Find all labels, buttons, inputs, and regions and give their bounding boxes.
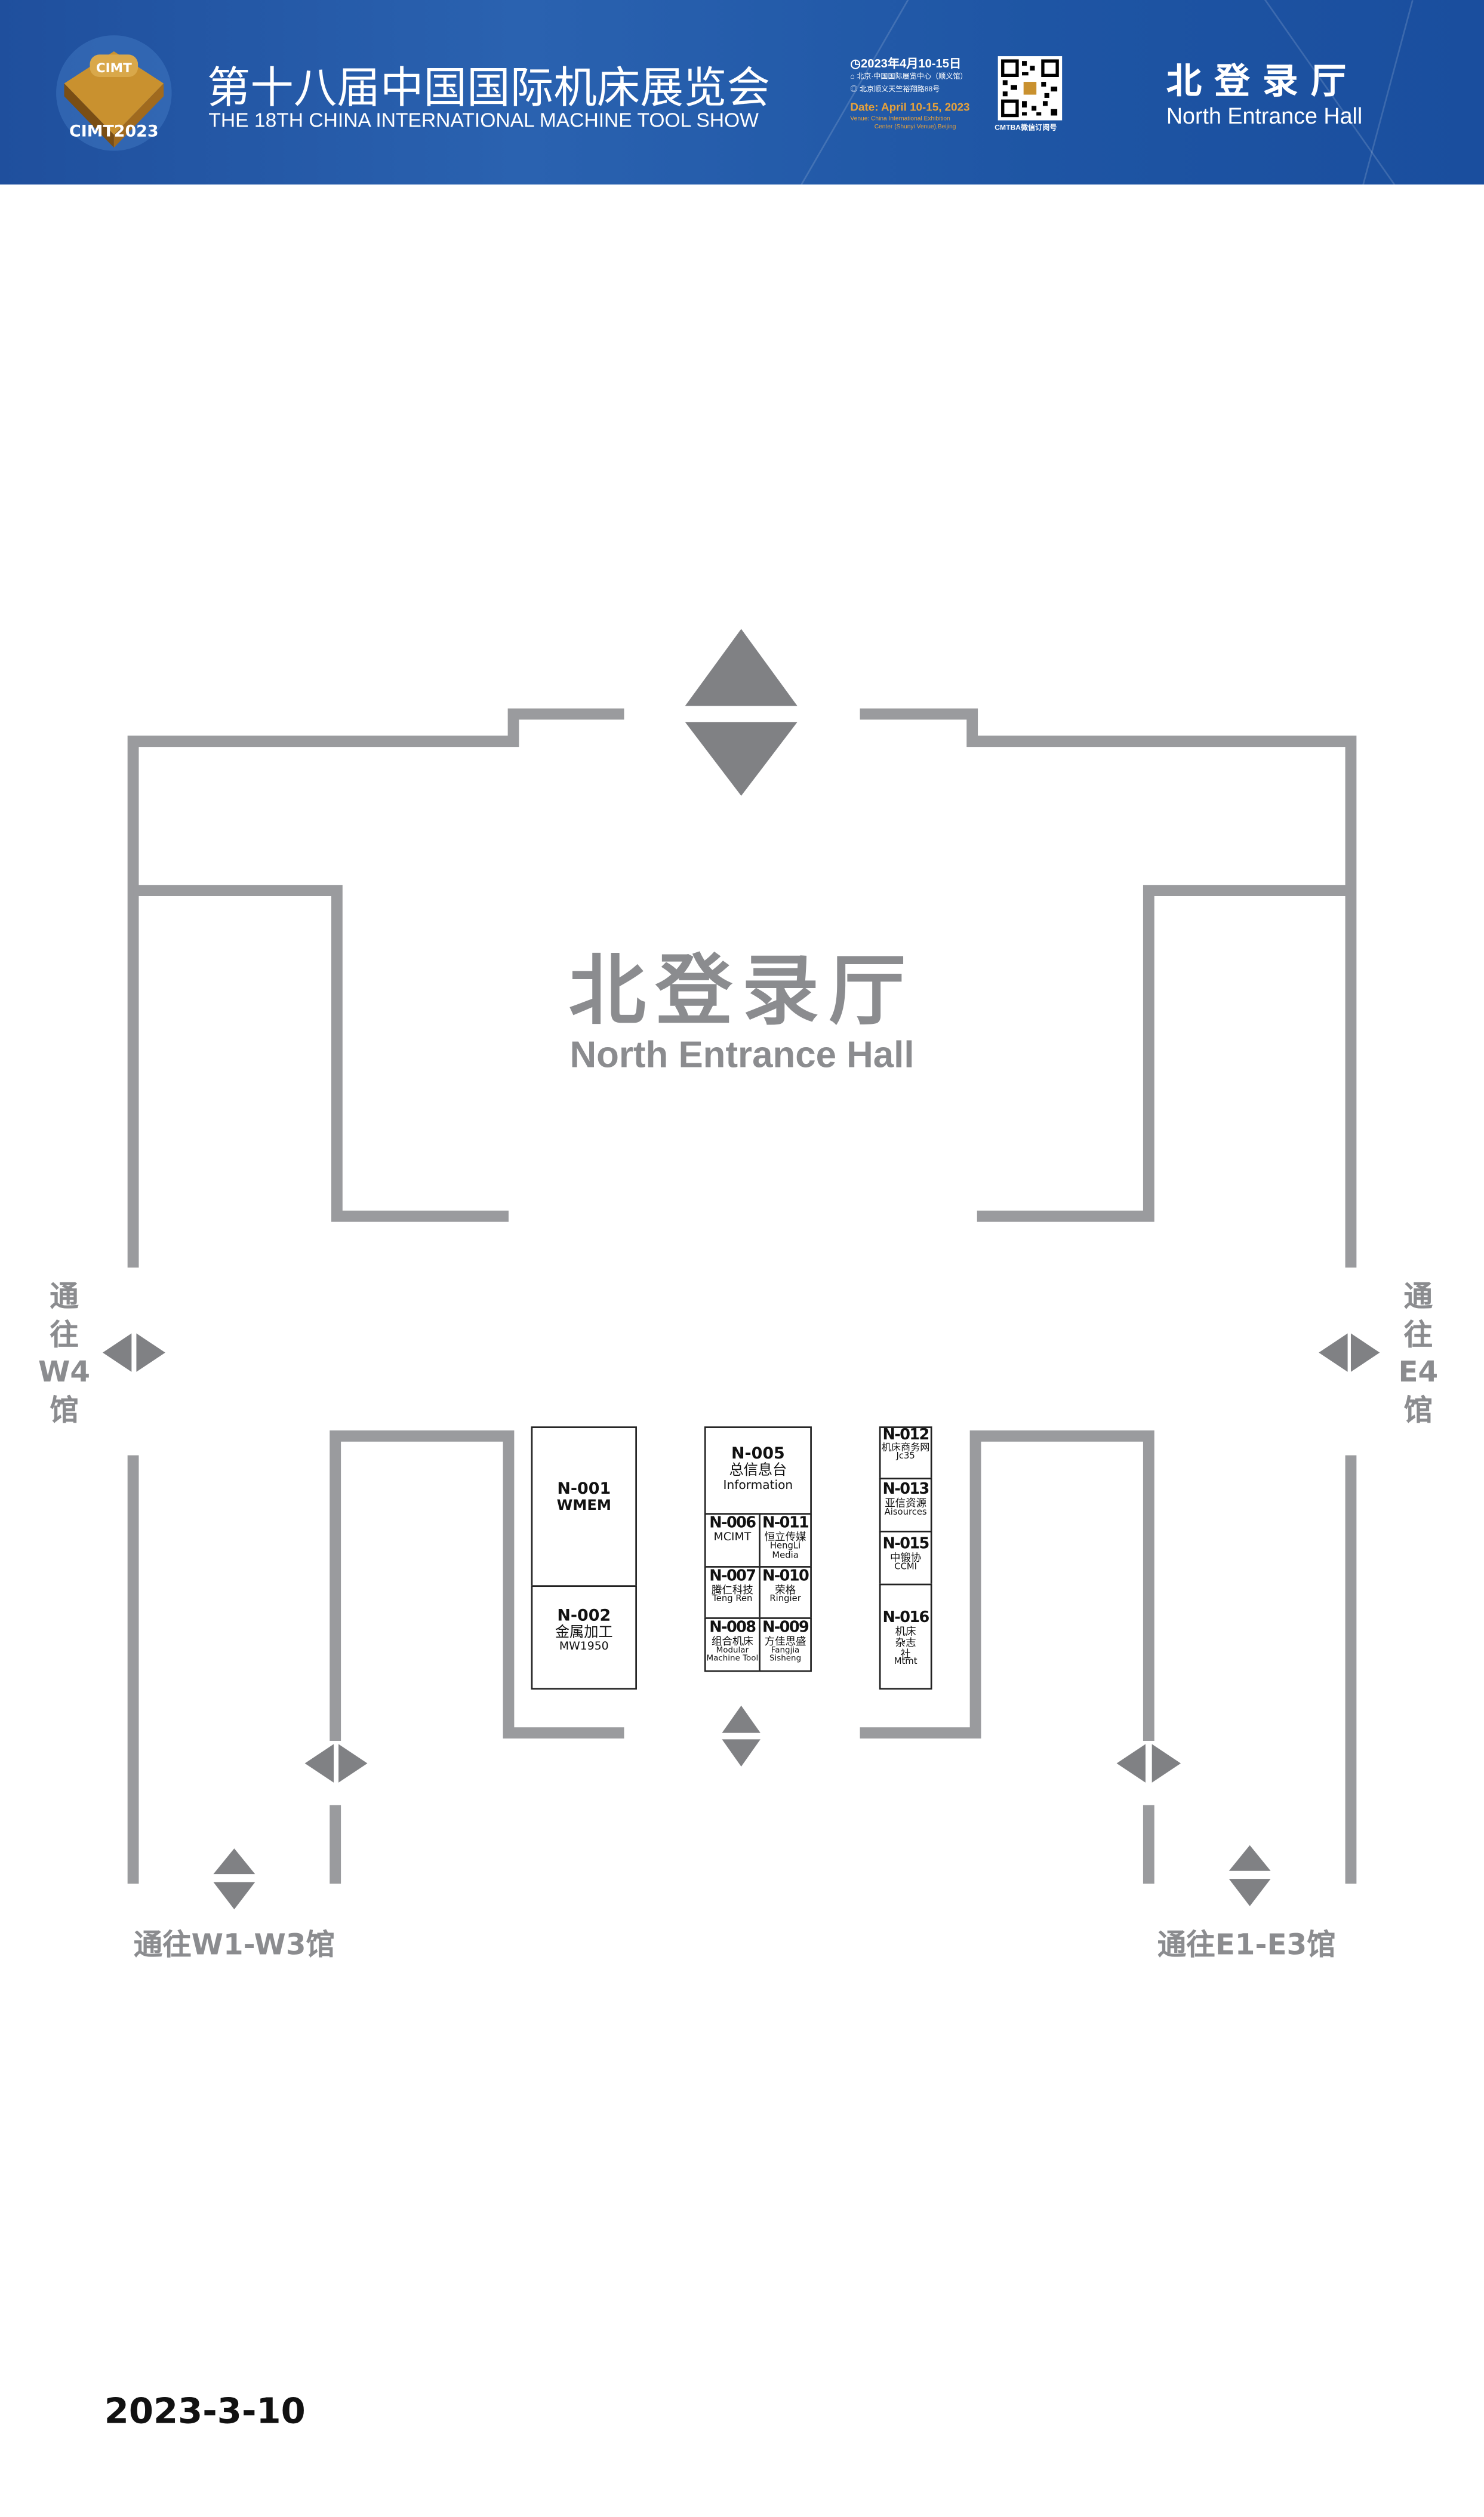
exhibition-title-cn: 第十八届中国国际机床展览会	[207, 64, 771, 114]
arrow-up-icon	[1229, 1845, 1271, 1871]
date-cn: ◷2023年4月10-15日	[850, 56, 962, 71]
arrow-right-icon	[338, 1744, 368, 1783]
clock-icon: ◷	[850, 56, 861, 71]
arrow-up-icon	[213, 1848, 255, 1875]
arrow-right-icon	[136, 1333, 165, 1372]
wall-south-west-inner	[330, 1430, 624, 1741]
wall-north-east-inner	[977, 885, 1351, 1222]
hall-title-en: North Entrance Hall	[1166, 103, 1363, 129]
arrow-left-icon	[1319, 1333, 1348, 1372]
svg-text:CIMT: CIMT	[96, 61, 132, 76]
arrow-right-icon	[1350, 1333, 1380, 1372]
venue-en-line1: Venue: China International Exhibition	[850, 115, 950, 122]
hall-name-cn: 北登录厅	[568, 946, 916, 1037]
wall-north-west-inner	[133, 885, 509, 1222]
arrow-right-icon	[1152, 1744, 1181, 1783]
arrow-down-icon	[722, 1739, 761, 1767]
hall-name-en: North Entrance Hall	[569, 1033, 915, 1075]
arrow-left-icon	[103, 1333, 132, 1372]
svg-text:CIMT2023: CIMT2023	[69, 122, 159, 140]
header-banner: CIMT CIMT2023 第十八届中国国际机床展览会 THE 18TH CHI…	[0, 0, 1484, 185]
address-cn: ◎ 北京顺义天竺裕翔路88号	[850, 85, 940, 93]
cimt-logo: CIMT CIMT2023	[56, 35, 172, 151]
arrow-left-icon	[304, 1744, 334, 1783]
revision-date: 2023-3-10	[104, 2392, 306, 2433]
wall-south-east-inner	[860, 1430, 1154, 1741]
date-en: Date: April 10-15, 2023	[850, 103, 970, 114]
arrow-down-icon	[213, 1882, 255, 1910]
qr-caption: CMTBA微信订阅号	[995, 123, 1057, 132]
venue-en-line2: Center (Shunyi Venue),Beijing	[874, 123, 956, 130]
home-icon: ⌂	[850, 72, 857, 81]
label-to-e1-e3: 通往E1-E3馆	[1157, 1928, 1336, 1962]
wall-north-east-outer	[860, 708, 1357, 1268]
qr-code[interactable]	[997, 56, 1063, 121]
arrow-down-icon	[1229, 1879, 1271, 1906]
arrow-up-icon	[722, 1705, 761, 1733]
venue-cn: ⌂ 北京·中国国际展览中心（顺义馆）	[850, 72, 968, 81]
location-pin-icon: ◎	[850, 85, 860, 93]
hall-title-cn: 北登录厅	[1166, 62, 1359, 103]
arrow-up-icon	[685, 629, 798, 706]
wall-north-west-outer	[127, 708, 624, 1268]
exhibition-title-en: THE 18TH CHINA INTERNATIONAL MACHINE TOO…	[208, 109, 759, 132]
label-to-w1-w3: 通往W1-W3馆	[133, 1928, 335, 1962]
arrow-down-icon	[685, 722, 798, 796]
arrow-left-icon	[1116, 1744, 1146, 1783]
